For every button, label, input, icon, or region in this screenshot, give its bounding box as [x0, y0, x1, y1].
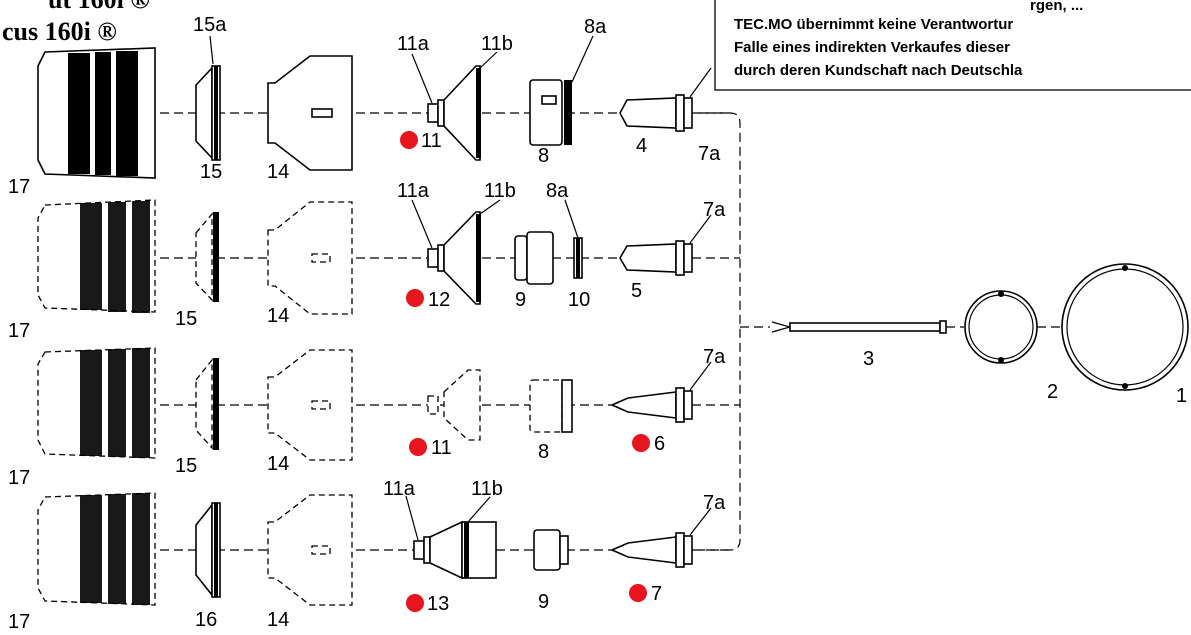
- label-15: 15: [200, 161, 222, 183]
- part-11-dashed-3: [427, 369, 481, 441]
- label-11a: 11a: [383, 478, 416, 500]
- label-15: 15: [175, 308, 197, 330]
- marker-12: [406, 289, 424, 307]
- labels-right: 3 2 1: [863, 348, 1187, 407]
- part-17-shield: [37, 47, 156, 179]
- labels-row-1: 17 15a 15 14 11a 11b 11 8a 8 4 7a: [8, 14, 721, 198]
- label-14: 14: [267, 453, 289, 475]
- leader-lines: [209, 35, 712, 541]
- part-8-dashed: [529, 379, 573, 433]
- part-17-shield-dashed: [37, 199, 156, 313]
- part-14-dashed-4: [267, 494, 353, 606]
- label-6: 6: [654, 433, 665, 455]
- label-8a: 8a: [584, 16, 607, 38]
- label-5: 5: [631, 280, 642, 302]
- label-9: 9: [515, 289, 526, 311]
- notice-line-1: TEC.MO übernimmt keine Verantwortur: [734, 16, 1013, 33]
- part-11-row2: [427, 211, 481, 305]
- part-3-torch-lead: [771, 320, 947, 334]
- part-11: [427, 65, 481, 161]
- notice-frame: [714, 0, 1191, 91]
- part-15: [195, 65, 221, 161]
- part-1-ring: [1061, 263, 1189, 391]
- right-assembly: [771, 263, 1189, 391]
- label-1: 1: [1176, 385, 1187, 407]
- label-15: 15: [175, 455, 197, 477]
- label-11a: 11a: [397, 180, 430, 202]
- label-7a: 7a: [703, 346, 726, 368]
- label-7a: 7a: [703, 199, 726, 221]
- notice-line-3: durch deren Kundschaft nach Deutschla: [734, 62, 1023, 79]
- part-9-row4: [533, 529, 569, 571]
- notice-partial-top: rgen, ...: [1030, 0, 1083, 14]
- label-11b: 11b: [481, 33, 513, 55]
- part-17-shield-dashed-3: [37, 347, 156, 459]
- part-4: [619, 94, 693, 132]
- labels-row-2: 17 15 14 11a 11b 12 9 8a 10 5 7a: [8, 180, 726, 342]
- labels-row-3: 17 15 14 11 8 6 7a: [8, 346, 726, 489]
- part-7: [610, 532, 693, 568]
- label-3: 3: [863, 348, 874, 370]
- label-17: 17: [8, 320, 30, 342]
- part-6: [610, 387, 693, 423]
- label-17: 17: [8, 176, 30, 198]
- label-12: 12: [428, 289, 450, 311]
- marker-11-row3: [409, 438, 427, 456]
- label-9: 9: [538, 591, 549, 613]
- label-8: 8: [538, 441, 549, 463]
- label-17: 17: [8, 467, 30, 489]
- red-markers: [400, 131, 650, 612]
- marker-7: [629, 584, 647, 602]
- label-13: 13: [427, 593, 449, 615]
- row-axes: [160, 112, 770, 551]
- part-14-dashed-3: [267, 349, 353, 461]
- label-7: 7: [651, 583, 662, 605]
- label-10: 10: [568, 289, 590, 311]
- label-16: 16: [195, 609, 217, 631]
- label-11: 11: [421, 130, 442, 152]
- label-8: 8: [538, 145, 549, 167]
- notice-box: rgen, ... TEC.MO übernimmt keine Verantw…: [714, 0, 1191, 91]
- label-14: 14: [267, 609, 289, 631]
- part-14: [267, 55, 353, 171]
- notice-line-2: Falle eines indirekten Verkaufes dieser: [734, 39, 1010, 56]
- part-17-shield-dashed-4: [37, 492, 156, 606]
- part-16: [195, 502, 221, 598]
- labels-row-4: 17 16 14 11a 11b 13 9 7 7a: [8, 478, 726, 633]
- label-11: 11: [431, 437, 452, 459]
- part-15-dashed: [195, 212, 219, 302]
- row-1: [37, 47, 693, 179]
- title-line-1: ut 160i ®: [48, 0, 150, 14]
- label-15a: 15a: [193, 14, 227, 36]
- label-14: 14: [267, 305, 289, 327]
- label-7a: 7a: [698, 143, 721, 165]
- marker-6: [632, 434, 650, 452]
- label-11b: 11b: [484, 180, 516, 202]
- part-5: [619, 240, 693, 276]
- row-2: [37, 199, 693, 315]
- title-block: ut 160i ® cus 160i ®: [2, 0, 150, 46]
- row-3: [37, 347, 693, 461]
- label-4: 4: [636, 135, 647, 157]
- part-9: [514, 231, 554, 285]
- row-4: [37, 492, 693, 606]
- label-2: 2: [1047, 381, 1058, 403]
- label-8a: 8a: [546, 180, 569, 202]
- label-7a: 7a: [703, 492, 726, 514]
- title-line-2: cus 160i ®: [2, 17, 117, 46]
- part-10: [573, 237, 583, 279]
- part-15-dashed-3: [195, 358, 219, 450]
- marker-13: [406, 594, 424, 612]
- part-14-dashed: [267, 201, 353, 315]
- label-11a: 11a: [397, 33, 430, 55]
- part-2-ring: [964, 290, 1038, 364]
- part-8: [529, 79, 572, 146]
- marker-11-row1: [400, 131, 418, 149]
- label-14: 14: [267, 161, 289, 183]
- label-17: 17: [8, 611, 30, 633]
- part-13: [413, 520, 497, 580]
- label-11b: 11b: [471, 478, 503, 500]
